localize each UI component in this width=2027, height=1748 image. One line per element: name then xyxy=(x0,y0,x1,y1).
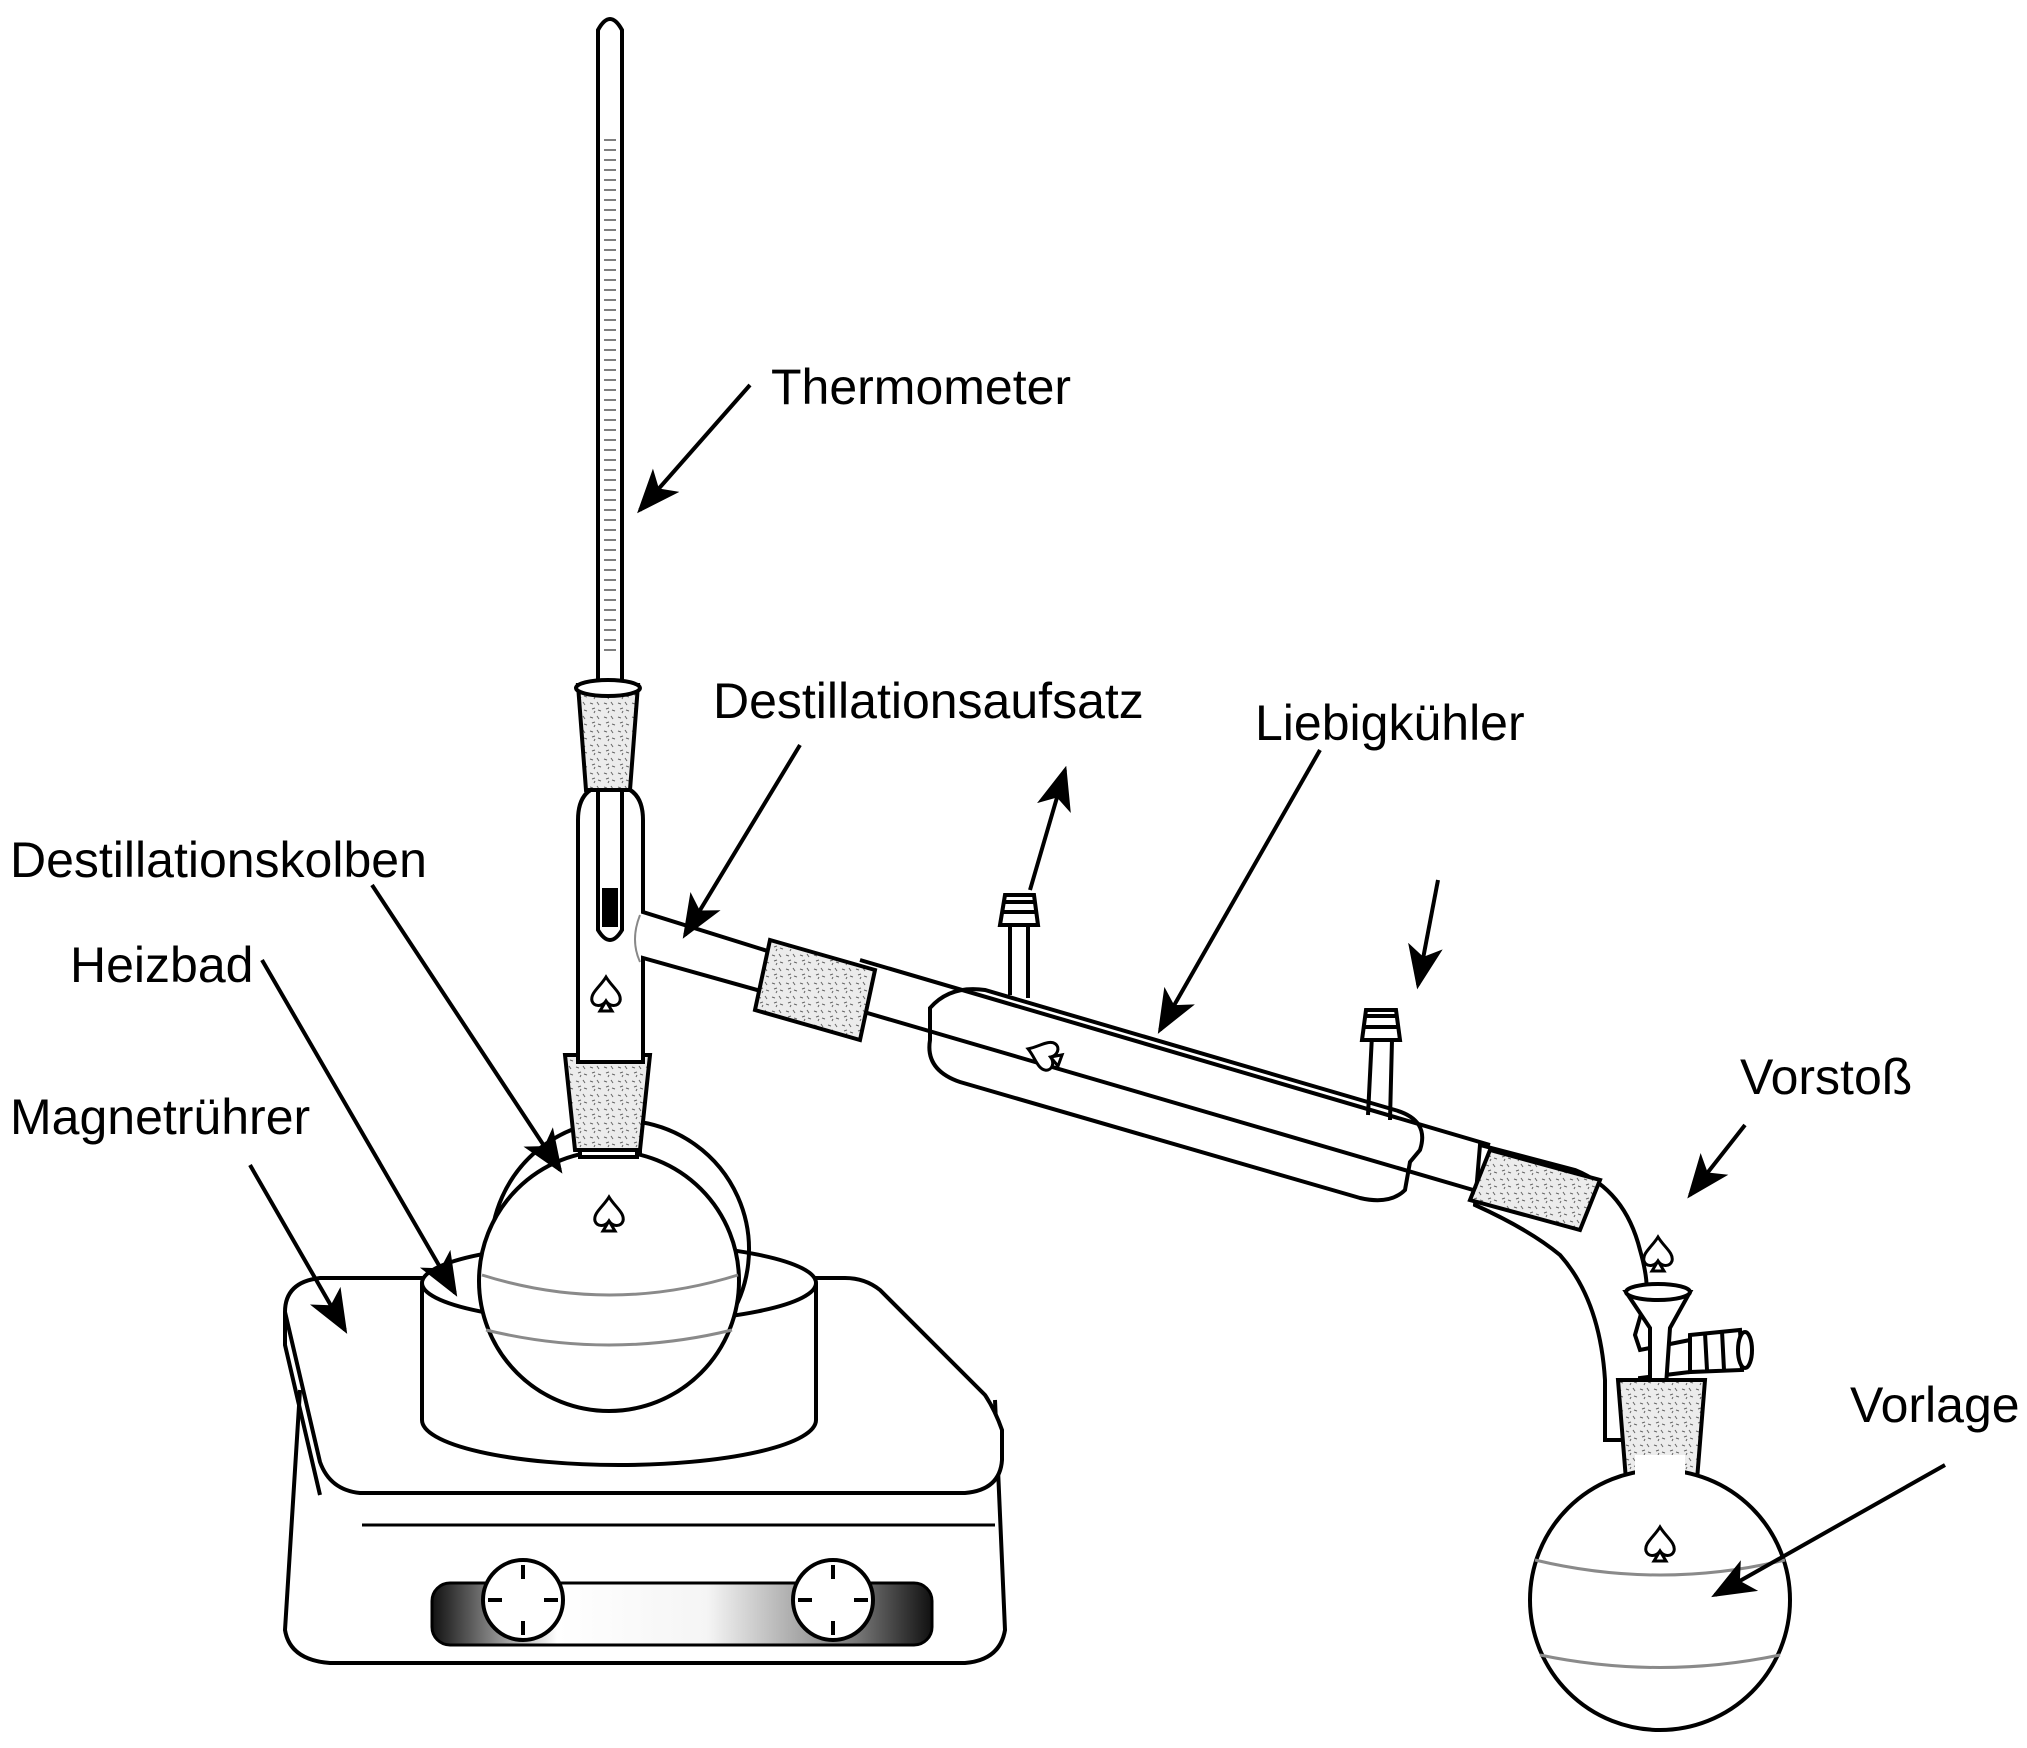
stirrer-arrow xyxy=(248,1164,348,1334)
receiver-flask xyxy=(1528,1378,1792,1732)
water-out-arrow xyxy=(1028,765,1071,891)
liebig-condenser xyxy=(839,893,1491,1203)
adapter xyxy=(1467,1142,1754,1442)
label-magnetic-stirrer: Magnetrührer xyxy=(10,1089,311,1145)
receiver-arrow xyxy=(1711,1463,1946,1598)
bath-arrow xyxy=(260,958,458,1297)
leader-arrows xyxy=(248,383,1946,1598)
label-heating-bath: Heizbad xyxy=(70,937,254,993)
label-distillation-head: Destillationsaufsatz xyxy=(713,673,1144,729)
spade-icon xyxy=(1641,1235,1675,1273)
label-distillation-flask: Destillationskolben xyxy=(10,832,427,888)
head-arrow xyxy=(682,743,802,939)
head-condenser-joint xyxy=(752,937,878,1043)
adapter-arrow xyxy=(1687,1123,1747,1199)
right-knob[interactable] xyxy=(791,1558,875,1642)
label-receiver-flask: Vorlage xyxy=(1850,1377,2020,1433)
label-adapter: Vorstoß xyxy=(1740,1049,1913,1105)
label-condenser: Liebigkühler xyxy=(1255,695,1525,751)
flask-arrow xyxy=(370,883,563,1174)
label-thermometer: Thermometer xyxy=(771,359,1072,415)
condenser-arrow xyxy=(1157,749,1322,1034)
thermometer-arrow xyxy=(637,383,752,514)
distillation-flask xyxy=(477,1053,751,1413)
water-in-arrow xyxy=(1408,879,1443,990)
thermometer xyxy=(574,17,642,942)
left-knob[interactable] xyxy=(481,1558,565,1642)
